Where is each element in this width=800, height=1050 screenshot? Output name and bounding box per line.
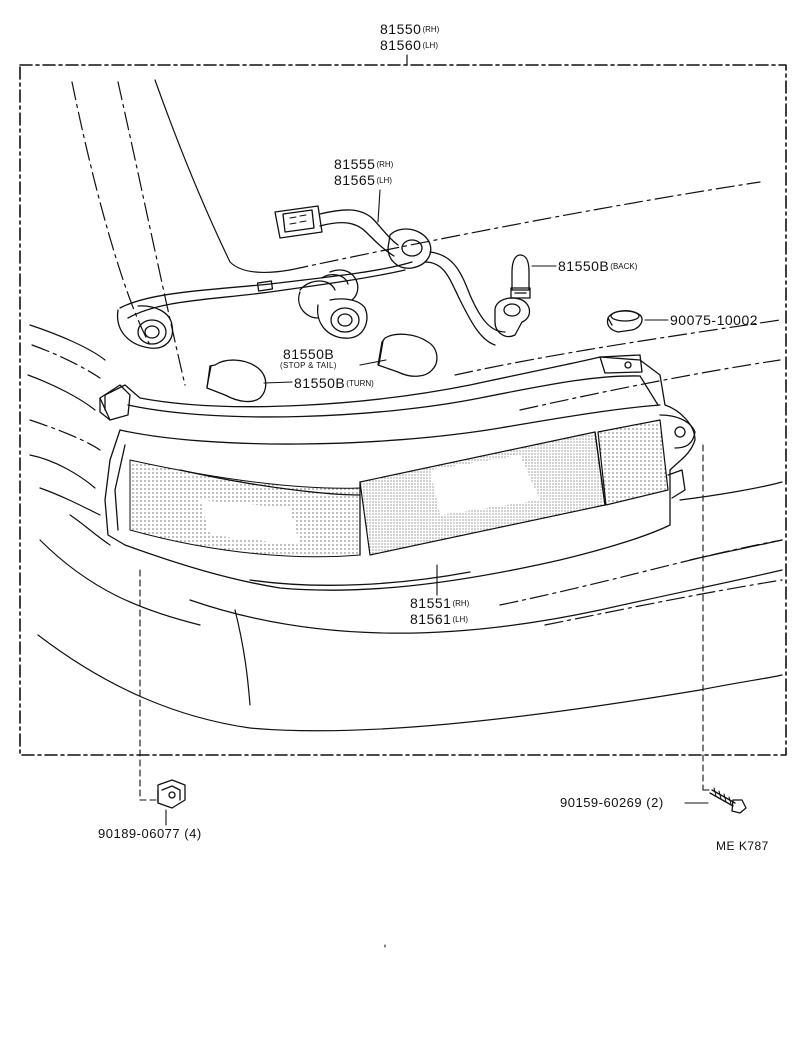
wiring-harness-part-lh: 81565(LH) [334,172,392,188]
tail-lamp-lens [99,354,696,591]
assembly-part-rh: 81550(RH) [380,21,440,37]
wiring-harness [116,205,531,349]
plug-grommet [606,310,643,333]
bulb-stop-tail [377,333,438,377]
bulb-turn [206,359,267,403]
assembly-boundary-box [19,54,787,756]
callout-leaders [165,189,709,948]
bulb-back-label: 81550B(BACK) [558,258,638,274]
clip-nut [157,779,186,809]
lens-part-rh: 81551(RH) [410,595,470,611]
vehicle-body-outline [27,79,783,732]
bulb-back [510,254,531,299]
plug-label: 90075-10002 [670,312,759,328]
lens-part-lh: 81561(LH) [410,611,468,627]
screw [709,787,747,814]
figure-code: ME K787 [716,839,769,853]
assembly-part-lh: 81560(LH) [380,37,438,53]
nut-label: 90189-06077 (4) [98,826,202,841]
bulb-turn-label: 81550B(TURN) [294,375,374,391]
screw-label: 90159-60269 (2) [560,795,664,810]
bulb-stop-tail-label: 81550B [283,346,335,362]
fastener-leader-lines [139,444,713,801]
wiring-harness-part-rh: 81555(RH) [334,156,394,172]
bulb-stop-tail-note: (STOP & TAIL) [280,361,337,370]
